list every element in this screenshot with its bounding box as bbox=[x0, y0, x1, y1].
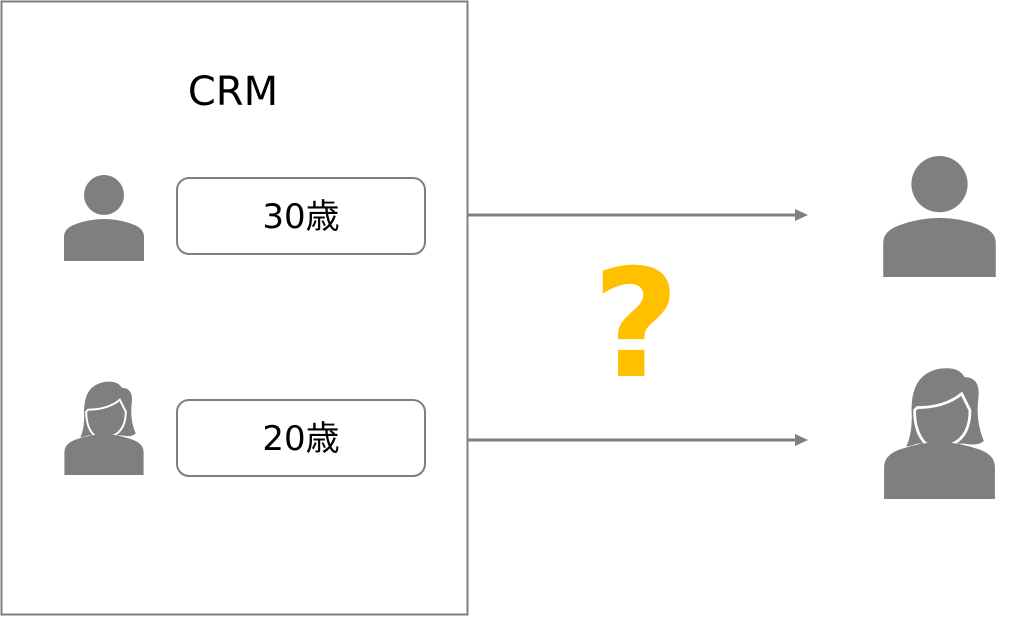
crm-panel bbox=[0, 0, 469, 616]
age-label-30: 30歳 bbox=[262, 197, 339, 237]
age-field-30 bbox=[176, 177, 426, 255]
male-customer-icon bbox=[883, 156, 996, 277]
age-label-20: 20歳 bbox=[262, 419, 339, 459]
question-mark-icon: ? bbox=[592, 238, 679, 412]
arrow-bottom bbox=[468, 434, 808, 446]
female-customer-icon bbox=[883, 366, 996, 499]
arrow-top bbox=[468, 209, 808, 221]
age-field-20 bbox=[176, 399, 426, 477]
crm-title: CRM bbox=[188, 69, 278, 115]
